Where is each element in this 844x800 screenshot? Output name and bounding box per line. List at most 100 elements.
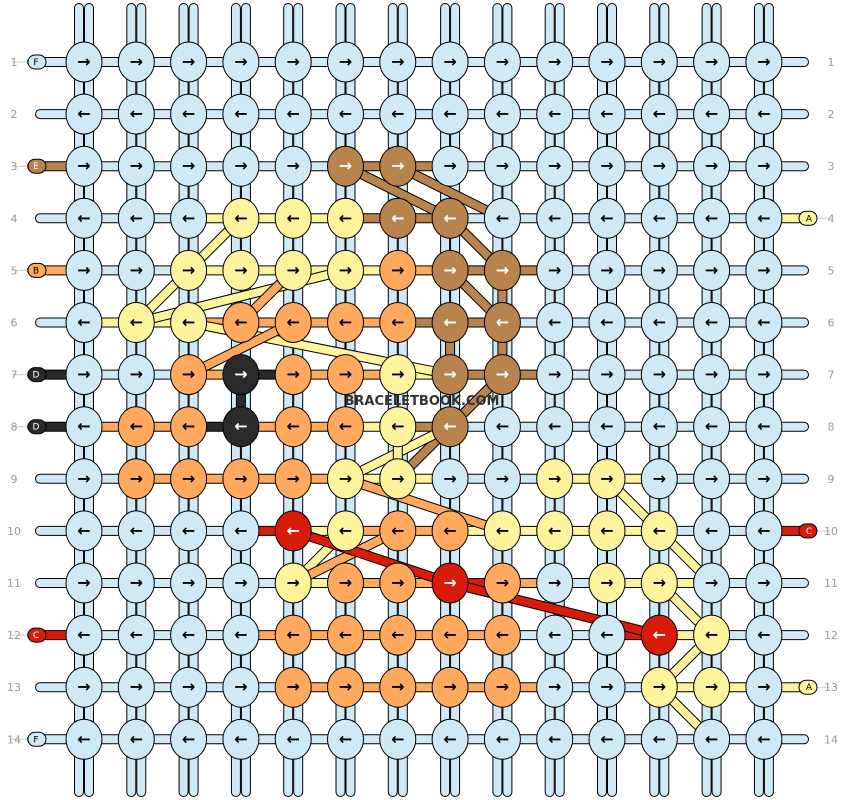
arrow-left-icon: ←	[548, 104, 561, 123]
arrow-left-icon: ←	[182, 313, 195, 332]
knot: ←	[327, 510, 364, 552]
arrow-left-icon: ←	[757, 625, 770, 644]
arrow-right-icon: →	[391, 469, 404, 488]
knot: ←	[431, 302, 469, 343]
arrow-left-icon: ←	[548, 625, 561, 644]
knot: →	[274, 41, 312, 83]
arrow-left-icon: ←	[653, 417, 666, 436]
arrow-left-icon: ←	[653, 625, 666, 644]
arrow-left-icon: ←	[130, 104, 143, 123]
knot: →	[327, 41, 364, 83]
knot: ←	[222, 510, 260, 552]
knot: ←	[117, 718, 155, 760]
row-number-right: 12	[824, 629, 838, 642]
arrow-right-icon: →	[705, 260, 718, 279]
arrow-left-icon: ←	[548, 417, 561, 436]
knot: →	[117, 145, 155, 187]
knot: →	[483, 666, 521, 708]
arrow-left-icon: ←	[600, 625, 613, 644]
knot: →	[379, 458, 417, 500]
arrow-right-icon: →	[286, 365, 299, 384]
arrow-left-icon: ←	[548, 313, 561, 332]
row-number-left: 9	[11, 473, 18, 486]
string-label-B: B	[27, 262, 47, 278]
knot: ←	[170, 510, 208, 552]
arrow-right-icon: →	[182, 677, 195, 696]
arrow-right-icon: →	[286, 156, 299, 175]
arrow-right-icon: →	[496, 260, 509, 279]
knot: ←	[274, 406, 312, 448]
arrow-left-icon: ←	[391, 521, 404, 540]
knot: →	[640, 458, 678, 500]
arrow-right-icon: →	[496, 573, 509, 592]
knot: →	[117, 249, 155, 291]
arrow-right-icon: →	[182, 573, 195, 592]
arrow-left-icon: ←	[496, 313, 509, 332]
arrow-left-icon: ←	[234, 521, 247, 540]
arrow-left-icon: ←	[339, 625, 352, 644]
row-number-left: 2	[11, 108, 18, 121]
arrow-left-icon: ←	[286, 625, 299, 644]
knot: →	[536, 41, 574, 83]
arrow-right-icon: →	[339, 469, 352, 488]
arrow-right-icon: →	[548, 469, 561, 488]
knot: ←	[693, 614, 731, 656]
knot: ←	[117, 614, 155, 656]
arrow-right-icon: →	[77, 469, 90, 488]
knot: →	[327, 666, 364, 708]
knot: ←	[222, 93, 260, 135]
arrow-left-icon: ←	[757, 208, 770, 227]
arrow-right-icon: →	[548, 677, 561, 696]
arrow-left-icon: ←	[77, 521, 90, 540]
knot: →	[431, 145, 469, 187]
string-label-F: F	[27, 54, 47, 70]
knot: →	[274, 249, 312, 291]
arrow-right-icon: →	[496, 365, 509, 384]
knot: →	[431, 666, 469, 708]
knot: →	[483, 354, 521, 396]
knot: ←	[588, 510, 626, 552]
knot: →	[117, 562, 155, 604]
arrow-right-icon: →	[182, 156, 195, 175]
arrow-left-icon: ←	[391, 625, 404, 644]
knot: →	[640, 41, 678, 83]
arrow-right-icon: →	[548, 260, 561, 279]
knot: →	[693, 145, 731, 187]
arrow-left-icon: ←	[77, 729, 90, 748]
knot: →	[170, 249, 208, 291]
knot: →	[483, 145, 521, 187]
arrow-right-icon: →	[653, 573, 666, 592]
knot: →	[745, 666, 783, 708]
diagonal-string-C	[445, 578, 665, 641]
row-number-left: 10	[7, 525, 21, 538]
arrow-left-icon: ←	[234, 313, 247, 332]
knot: ←	[274, 510, 312, 552]
arrow-left-icon: ←	[600, 208, 613, 227]
knot: ←	[536, 197, 574, 239]
arrow-right-icon: →	[653, 365, 666, 384]
arrow-left-icon: ←	[391, 729, 404, 748]
arrow-left-icon: ←	[443, 313, 456, 332]
arrow-right-icon: →	[496, 156, 509, 175]
knot: ←	[431, 510, 469, 552]
knot: ←	[745, 93, 783, 135]
arrow-right-icon: →	[443, 156, 456, 175]
knot: ←	[274, 93, 312, 135]
arrow-right-icon: →	[391, 365, 404, 384]
arrow-right-icon: →	[653, 677, 666, 696]
arrow-right-icon: →	[757, 260, 770, 279]
knot: →	[536, 145, 574, 187]
knot: →	[640, 354, 678, 396]
knot: ←	[588, 302, 626, 343]
arrow-left-icon: ←	[653, 729, 666, 748]
knot: →	[222, 249, 260, 291]
knot: →	[640, 249, 678, 291]
arrow-left-icon: ←	[130, 625, 143, 644]
arrow-right-icon: →	[548, 365, 561, 384]
knot: ←	[640, 718, 678, 760]
row-number-right: 13	[824, 681, 838, 694]
row-number-left: 4	[11, 212, 18, 225]
knot: ←	[379, 197, 417, 239]
